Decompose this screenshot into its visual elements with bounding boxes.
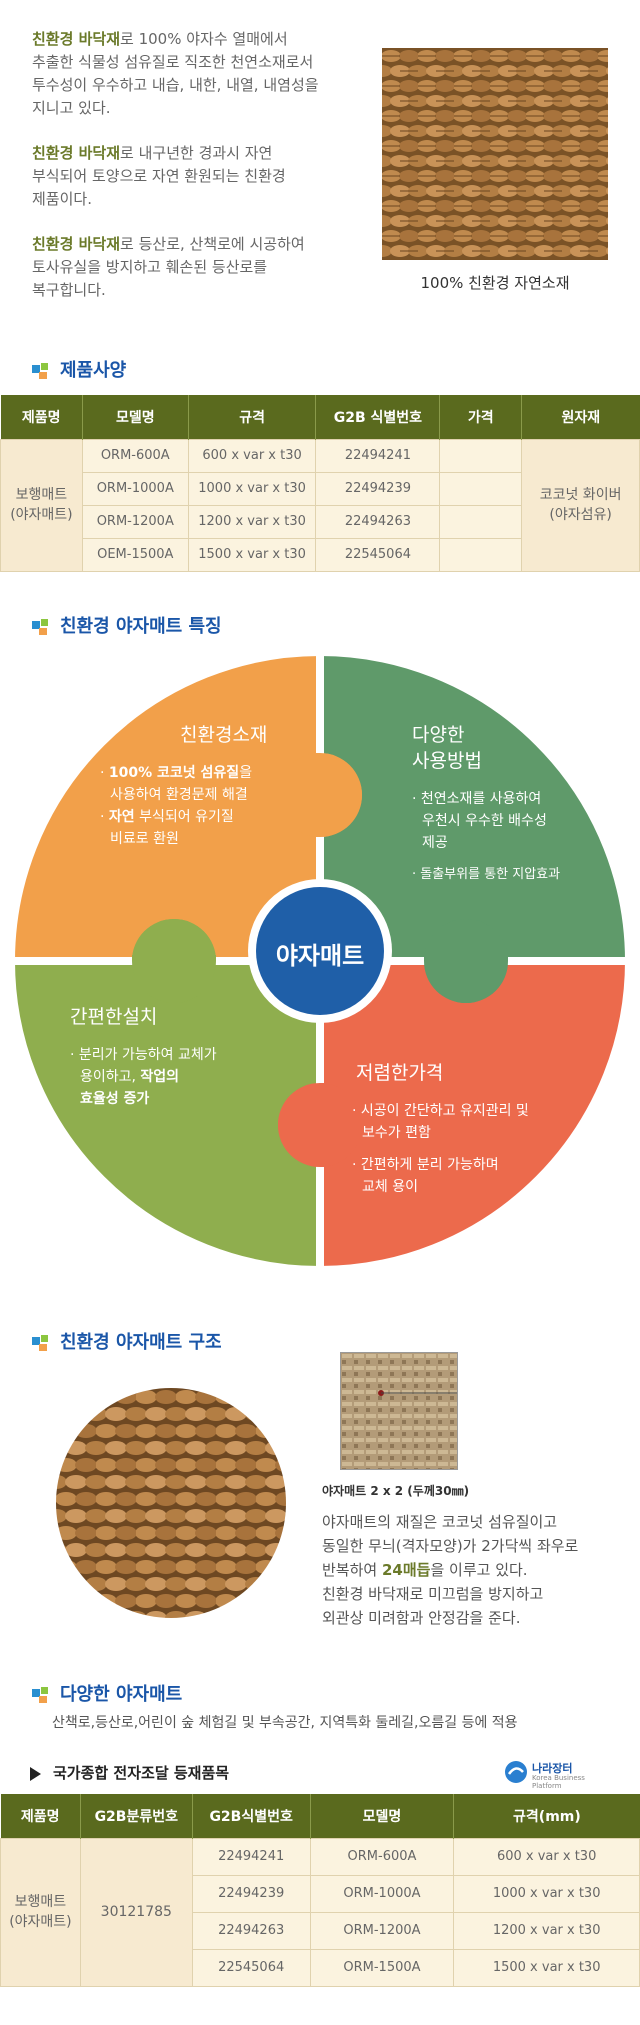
intro-paragraph-1: 친환경 바닥재로 100% 야자수 열매에서 추출한 식물성 섬유질로 직조한 … [32,30,319,117]
price-cell [439,471,523,506]
uses-description: 산책로,등산로,어린이 숲 체험길 및 부속공간, 지역특화 둘레길,오름길 등… [52,1715,518,1731]
sparkle-icon [30,361,52,381]
product-name-cell: 보행매트(야자매트) [0,438,83,572]
g2b-cell: 22545064 [315,537,441,572]
intro-text: 친환경 바닥재로 100% 야자수 열매에서 추출한 식물성 섬유질로 직조한 … [32,28,362,324]
feature-easy-install: 간편한설치 · 분리가 가능하여 교체가 용이하고, 작업의 효율성 증가 [70,1006,217,1107]
header-cell: 모델명 [310,1794,455,1838]
g2b-title: 국가종합 전자조달 등재품목 [30,1762,229,1783]
naramarket-logo-icon [505,1761,527,1783]
id-cell: 22494263 [191,1911,311,1950]
size-cell: 1200 x var x t30 [453,1911,640,1950]
coir-texture-image [382,48,608,260]
table-row: 22494263 ORM-1200A 1200 x var x t30 [1,1911,640,1950]
header-cell: G2B분류번호 [80,1794,193,1838]
model-cell: ORM-1200A [81,504,189,539]
header-cell: 제품명 [0,395,83,439]
header-cell: 규격 [188,395,317,439]
section-title-features: 친환경 야자매트 특징 [30,612,222,638]
size-cell: 1000 x var x t30 [187,471,317,506]
header-cell: G2B 식별번호 [315,395,441,439]
center-label: 야자매트 [275,942,365,970]
g2b-cell: 22494239 [315,471,441,506]
model-cell: ORM-600A [81,438,189,473]
table-header-row: 제품명 G2B분류번호 G2B식별번호 모델명 규격(mm) [0,1794,640,1838]
size-cell: 1000 x var x t30 [453,1874,640,1913]
intro-paragraph-3: 친환경 바닥재로 등산로, 산책로에 시공하여 토사유실을 방지하고 훼손된 등… [32,235,305,299]
intro-paragraph-2: 친환경 바닥재로 내구년한 경과시 자연 부식되어 토양으로 자연 환원되는 친… [32,144,286,208]
center-circle [256,887,384,1015]
sparkle-icon [30,1333,52,1353]
structure-description: 야자매트의 재질은 코코넛 섬유질이고 동일한 무늬(격자모양)가 2가닥씩 좌… [322,1513,579,1627]
table-row: 22545064 ORM-1500A 1500 x var x t30 [1,1948,640,1987]
mat-closeup-image [56,1388,286,1618]
header-cell: 모델명 [82,395,189,439]
size-cell: 1500 x var x t30 [187,537,317,572]
size-cell: 600 x var x t30 [187,438,317,473]
header-cell: 가격 [439,395,523,439]
id-cell: 22545064 [191,1948,311,1987]
size-cell: 600 x var x t30 [453,1837,640,1876]
table-header-row: 제품명 모델명 규격 G2B 식별번호 가격 원자재 [0,395,640,439]
table-row: OEM-1500A 1500 x var x t30 22545064 [1,537,640,572]
class-number-cell: 30121785 [79,1837,193,1987]
table-row: ORM-1000A 1000 x var x t30 22494239 [1,471,640,506]
feature-puzzle-diagram [13,654,627,1268]
thumbnail-caption: 야자매트 2 x 2 (두께30㎜) [322,1484,470,1498]
header-cell: 규격(mm) [453,1794,640,1838]
id-cell: 22494241 [191,1837,311,1876]
model-cell: ORM-1000A [81,471,189,506]
product-name-cell: 보행매트(야자매트) [0,1837,81,1987]
g2b-logo: 나라장터 Korea Business Platform [504,1760,614,1790]
id-cell: 22494239 [191,1874,311,1913]
triangle-right-icon [30,1766,41,1781]
table-row: 보행매트(야자매트) 30121785 22494241 ORM-600A 60… [0,1837,640,1987]
header-cell: 제품명 [0,1794,81,1838]
table-row: 22494239 ORM-1000A 1000 x var x t30 [1,1874,640,1913]
model-cell: ORM-600A [309,1837,455,1876]
mat-thumbnail-image [340,1352,458,1470]
price-cell [439,504,523,539]
spec-table: 제품명 모델명 규격 G2B 식별번호 가격 원자재 보행매트(야자매트) OR… [0,395,640,572]
sparkle-icon [30,617,52,637]
g2b-cell: 22494241 [315,438,441,473]
size-cell: 1500 x var x t30 [453,1948,640,1987]
table-row: ORM-1200A 1200 x var x t30 22494263 [1,504,640,539]
g2b-table: 제품명 G2B분류번호 G2B식별번호 모델명 규격(mm) 보행매트(야자매트… [0,1794,640,1987]
model-cell: OEM-1500A [81,537,189,572]
table-row: 보행매트(야자매트) ORM-600A 600 x var x t30 2249… [0,438,640,572]
price-cell [439,438,523,473]
section-title-uses: 다양한 야자매트 [30,1680,182,1706]
model-cell: ORM-1200A [309,1911,455,1950]
material-cell: 코코넛 화이버(야자섬유) [521,438,640,572]
model-cell: ORM-1500A [309,1948,455,1987]
section-title-spec: 제품사양 [30,356,126,382]
model-cell: ORM-1000A [309,1874,455,1913]
image-caption: 100% 친환경 자연소재 [420,274,570,292]
g2b-cell: 22494263 [315,504,441,539]
size-cell: 1200 x var x t30 [187,504,317,539]
feature-low-price: 저렴한가격 · 시공이 간단하고 유지관리 및 보수가 편함 · 간편하게 분리… [352,1062,529,1195]
price-cell [439,537,523,572]
header-cell: G2B식별번호 [192,1794,311,1838]
header-cell: 원자재 [521,395,640,439]
section-title-structure: 친환경 야자매트 구조 [30,1328,222,1354]
feature-eco-material: 친환경소재 · 100% 코코넛 섬유질을 사용하여 환경문제 해결 · 자연 … [100,724,268,847]
sparkle-icon [30,1685,52,1705]
